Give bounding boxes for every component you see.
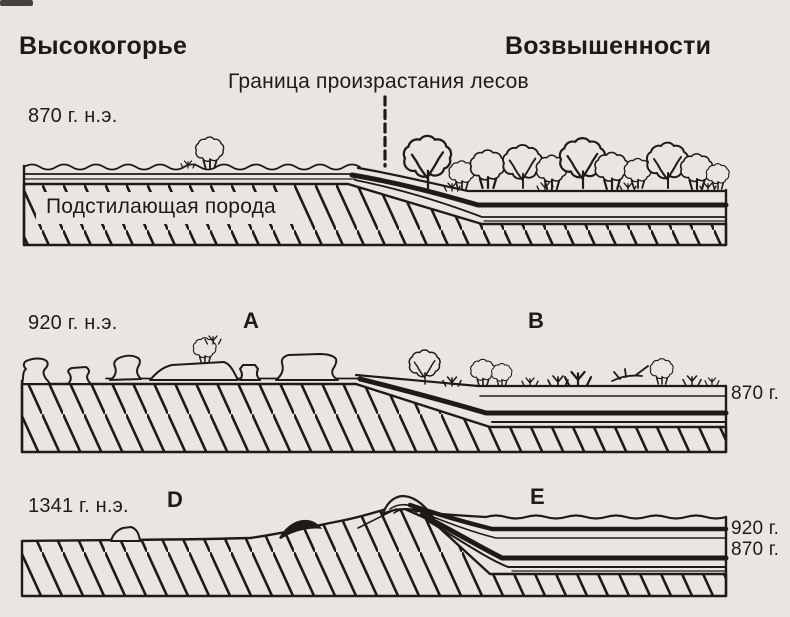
grass-tuft-icon xyxy=(704,377,720,386)
panel2-soil-layers xyxy=(20,373,729,454)
scan-edge-artifact xyxy=(0,0,33,6)
panel3-layer-label-920: 920 г. xyxy=(731,518,780,539)
panel2-bedrock xyxy=(20,382,728,454)
panel3-soil-layers xyxy=(407,502,729,598)
bush-icon xyxy=(595,152,628,189)
erosion-remnant xyxy=(275,353,339,381)
grass-tuft-icon xyxy=(563,370,593,387)
panel2-layer-label-870: 870 г. xyxy=(731,383,780,404)
panel2-year-label: 920 г. н.э. xyxy=(28,312,118,334)
tree-icon xyxy=(409,350,440,384)
bush-icon xyxy=(650,359,673,384)
panel1-forest xyxy=(404,136,729,192)
region-title-highlands: Высокогорье xyxy=(19,32,188,60)
panel1-bedrock-label-patch xyxy=(36,192,294,224)
panel1-soil-layers xyxy=(22,164,729,247)
panel1-year-label: 870 г. н.э. xyxy=(28,105,118,127)
panel3-cross-section xyxy=(20,494,729,598)
zone-marker-b: B xyxy=(528,308,545,333)
fallen-branch-icon xyxy=(611,365,649,382)
panel3-year-label: 1341 г. н.э. xyxy=(28,495,129,517)
grass-tuft-icon xyxy=(442,376,462,387)
bush-icon xyxy=(470,150,504,188)
erosion-remnant xyxy=(110,526,141,542)
zone-marker-e: E xyxy=(530,484,545,509)
erosion-remnant xyxy=(21,357,51,385)
bush-icon xyxy=(196,137,224,168)
panel1-cross-section xyxy=(22,95,729,247)
region-title-uplands: Возвышенности xyxy=(505,32,712,60)
grass-tuft-icon xyxy=(682,375,702,386)
bush-icon xyxy=(471,359,495,386)
bedrock-label: Подстилающая порода xyxy=(46,195,276,218)
panel3-layer-label-870: 870 г. xyxy=(731,539,780,560)
grass-line xyxy=(23,163,361,171)
bush-icon xyxy=(492,364,512,386)
erosion-remnant xyxy=(149,361,239,381)
zone-marker-a: A xyxy=(243,308,260,333)
tree-icon xyxy=(404,136,451,188)
soil-remnant-dark xyxy=(279,519,322,539)
zone-marker-d: D xyxy=(167,487,184,512)
erosion-remnant xyxy=(109,354,142,381)
panel2-sparse-vegetation xyxy=(409,350,720,387)
treeline-boundary-label: Граница произрастания лесов xyxy=(228,70,529,93)
panel2-erosion-remnants xyxy=(21,353,339,385)
erosion-remnant xyxy=(239,364,261,381)
panel2-cross-section xyxy=(20,335,729,454)
grass-tuft-icon xyxy=(521,377,539,387)
erosion-remnant xyxy=(67,366,92,385)
